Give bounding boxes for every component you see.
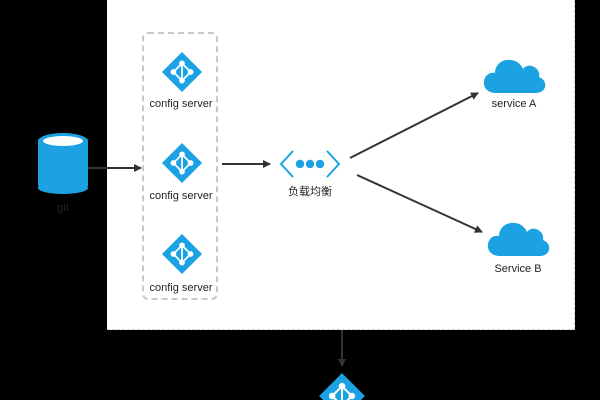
- cloud-icon: [487, 222, 550, 256]
- config-server-label: config server: [149, 98, 213, 110]
- config-server-cluster: [142, 32, 218, 300]
- database-icon: [38, 133, 88, 194]
- config-hub-icon: [161, 233, 203, 275]
- config-server-label: config server: [149, 282, 213, 294]
- config-server-label: config server: [149, 190, 213, 202]
- load-balancer-icon: [279, 150, 341, 178]
- load-balancer-label: 负载均衡: [288, 186, 332, 198]
- config-hub-icon: [161, 51, 203, 93]
- config-hub-icon: [161, 142, 203, 184]
- config-hub-icon: [318, 372, 366, 400]
- service-b-label: Service B: [494, 263, 542, 275]
- arrow-lb-to-service-b: [356, 174, 483, 233]
- arrow-lb-to-service-a: [349, 92, 479, 159]
- service-a-label: service A: [491, 98, 537, 110]
- git-label: git: [57, 202, 69, 214]
- cloud-icon: [483, 59, 546, 93]
